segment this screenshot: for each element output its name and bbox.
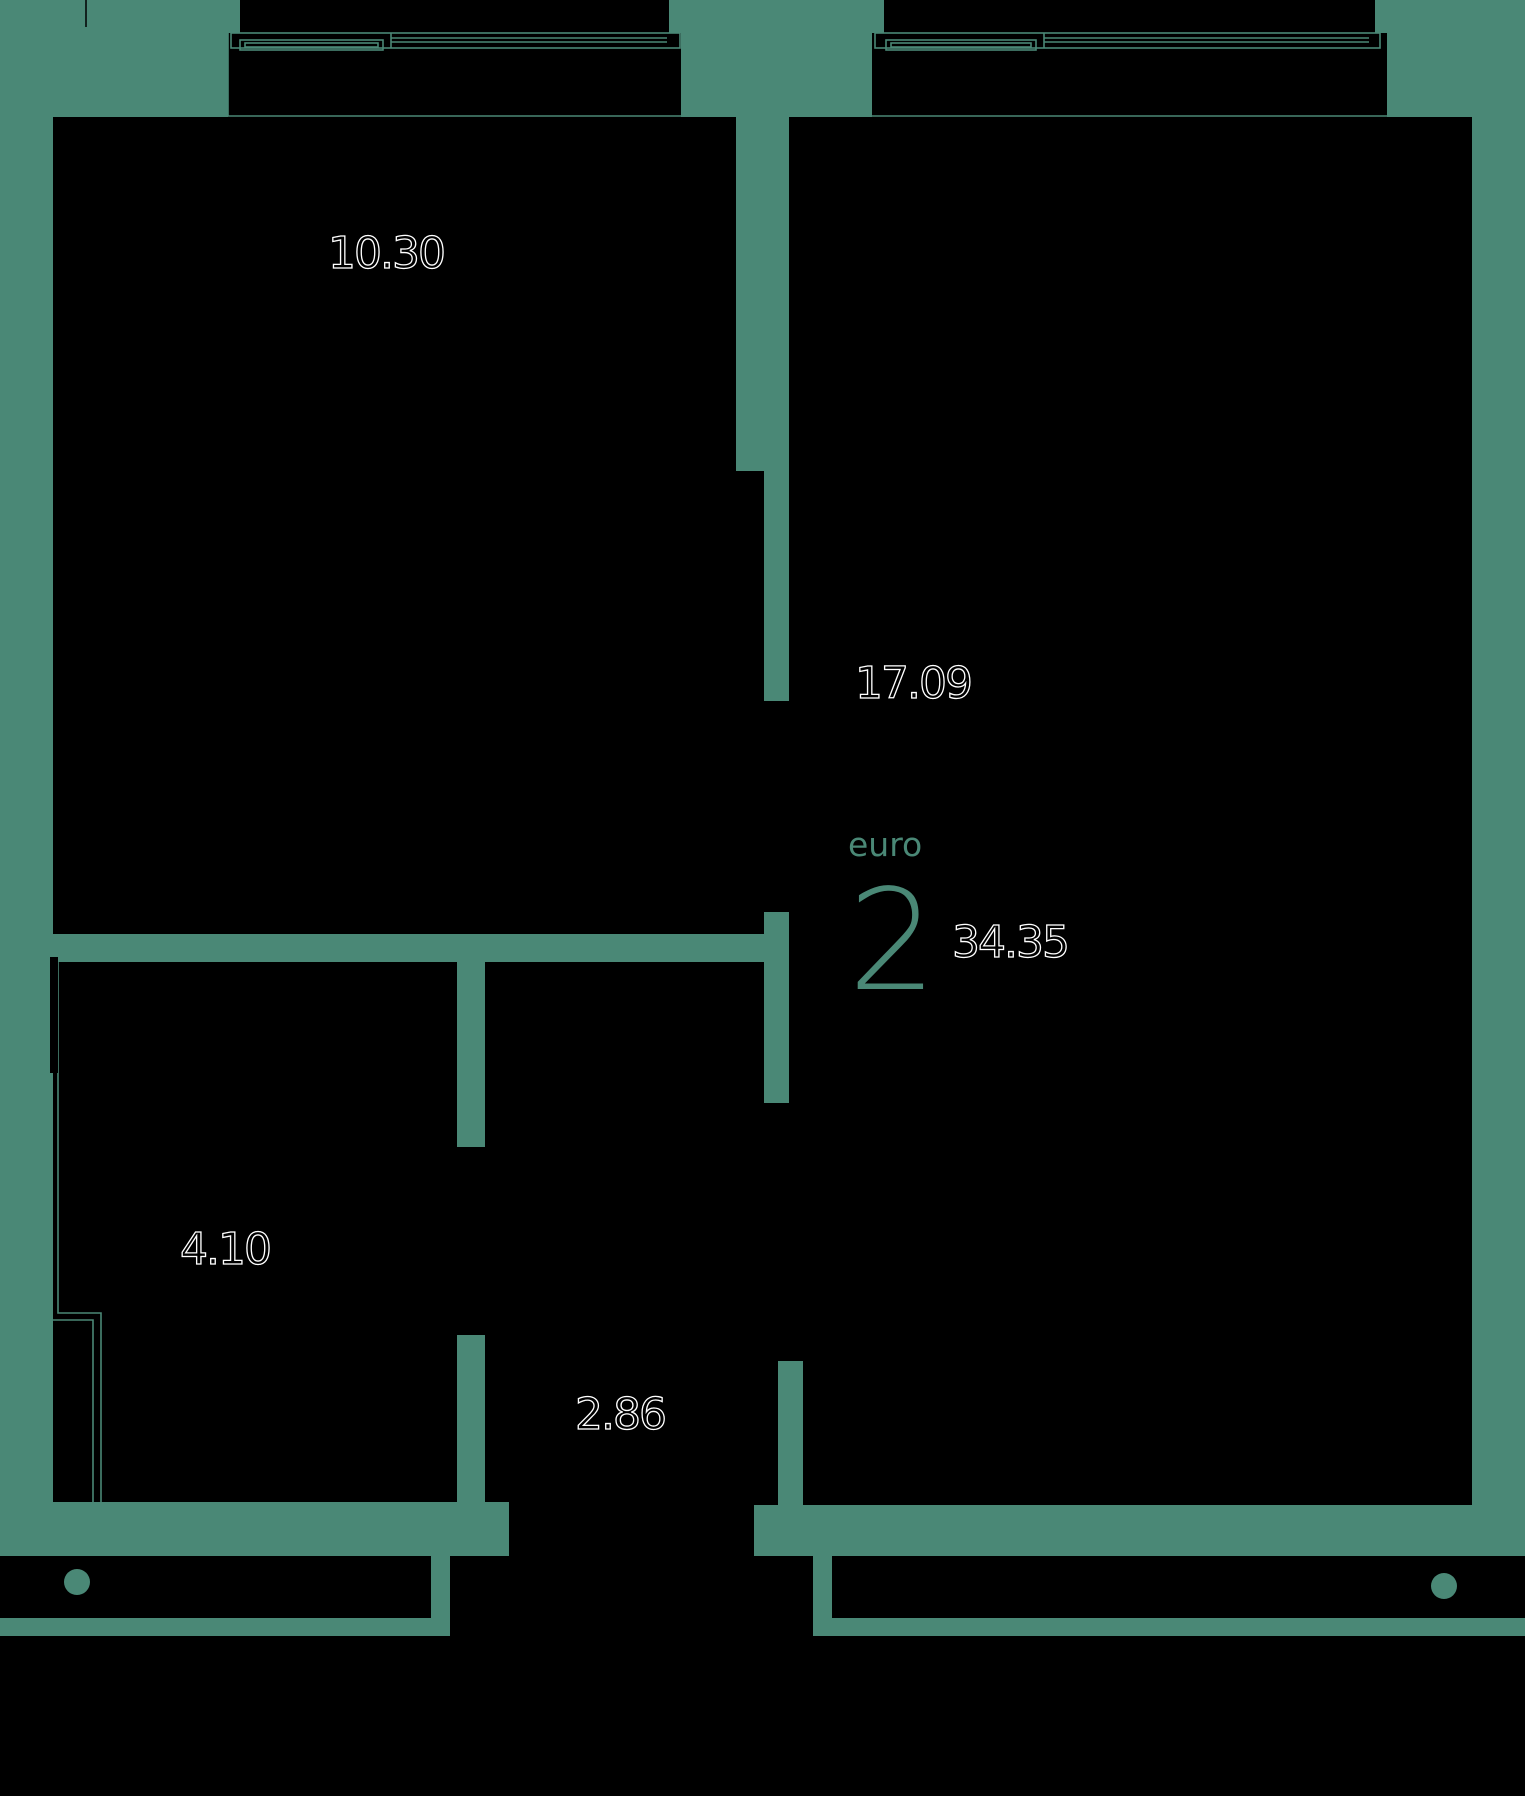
wall-bottom-left (0, 1502, 509, 1556)
wall-top-middle (669, 0, 884, 33)
drain-right-icon (1431, 1573, 1457, 1599)
wall-horizontal-middle (53, 934, 789, 962)
wall-bathroom-upper (457, 959, 485, 1147)
ledge-left-bar (0, 1618, 450, 1636)
drain-left-icon (64, 1569, 90, 1595)
wall-bathroom-lower (457, 1335, 485, 1505)
wall-bottom-right (754, 1505, 1525, 1556)
wall-right (1472, 0, 1525, 1556)
room-area-hallway: 2.86 (574, 1389, 667, 1440)
wall-divider-upper (736, 117, 789, 471)
wall-top-middle-lower (681, 33, 872, 117)
wall-left (0, 0, 53, 1556)
total-area: 34.35 (951, 917, 1070, 968)
window-left (227, 32, 681, 117)
wall-divider-lower (764, 471, 789, 701)
rooms-count: 2 (848, 860, 938, 1023)
ledge-right-bar (813, 1618, 1525, 1636)
apartment-type-label: euro (848, 825, 923, 864)
wall-corridor-jamb (764, 912, 789, 1103)
room-area-bathroom: 4.10 (179, 1224, 272, 1275)
ledge-right-post (813, 1556, 832, 1636)
ledge-left-post (431, 1556, 450, 1636)
window-right (872, 32, 1387, 117)
room-area-living-kitchen: 17.09 (854, 658, 973, 709)
wall-hallway-right (778, 1361, 803, 1507)
walls (0, 0, 1525, 1636)
pipe-shaft (50, 957, 102, 1507)
room-area-bedroom: 10.30 (327, 228, 446, 279)
